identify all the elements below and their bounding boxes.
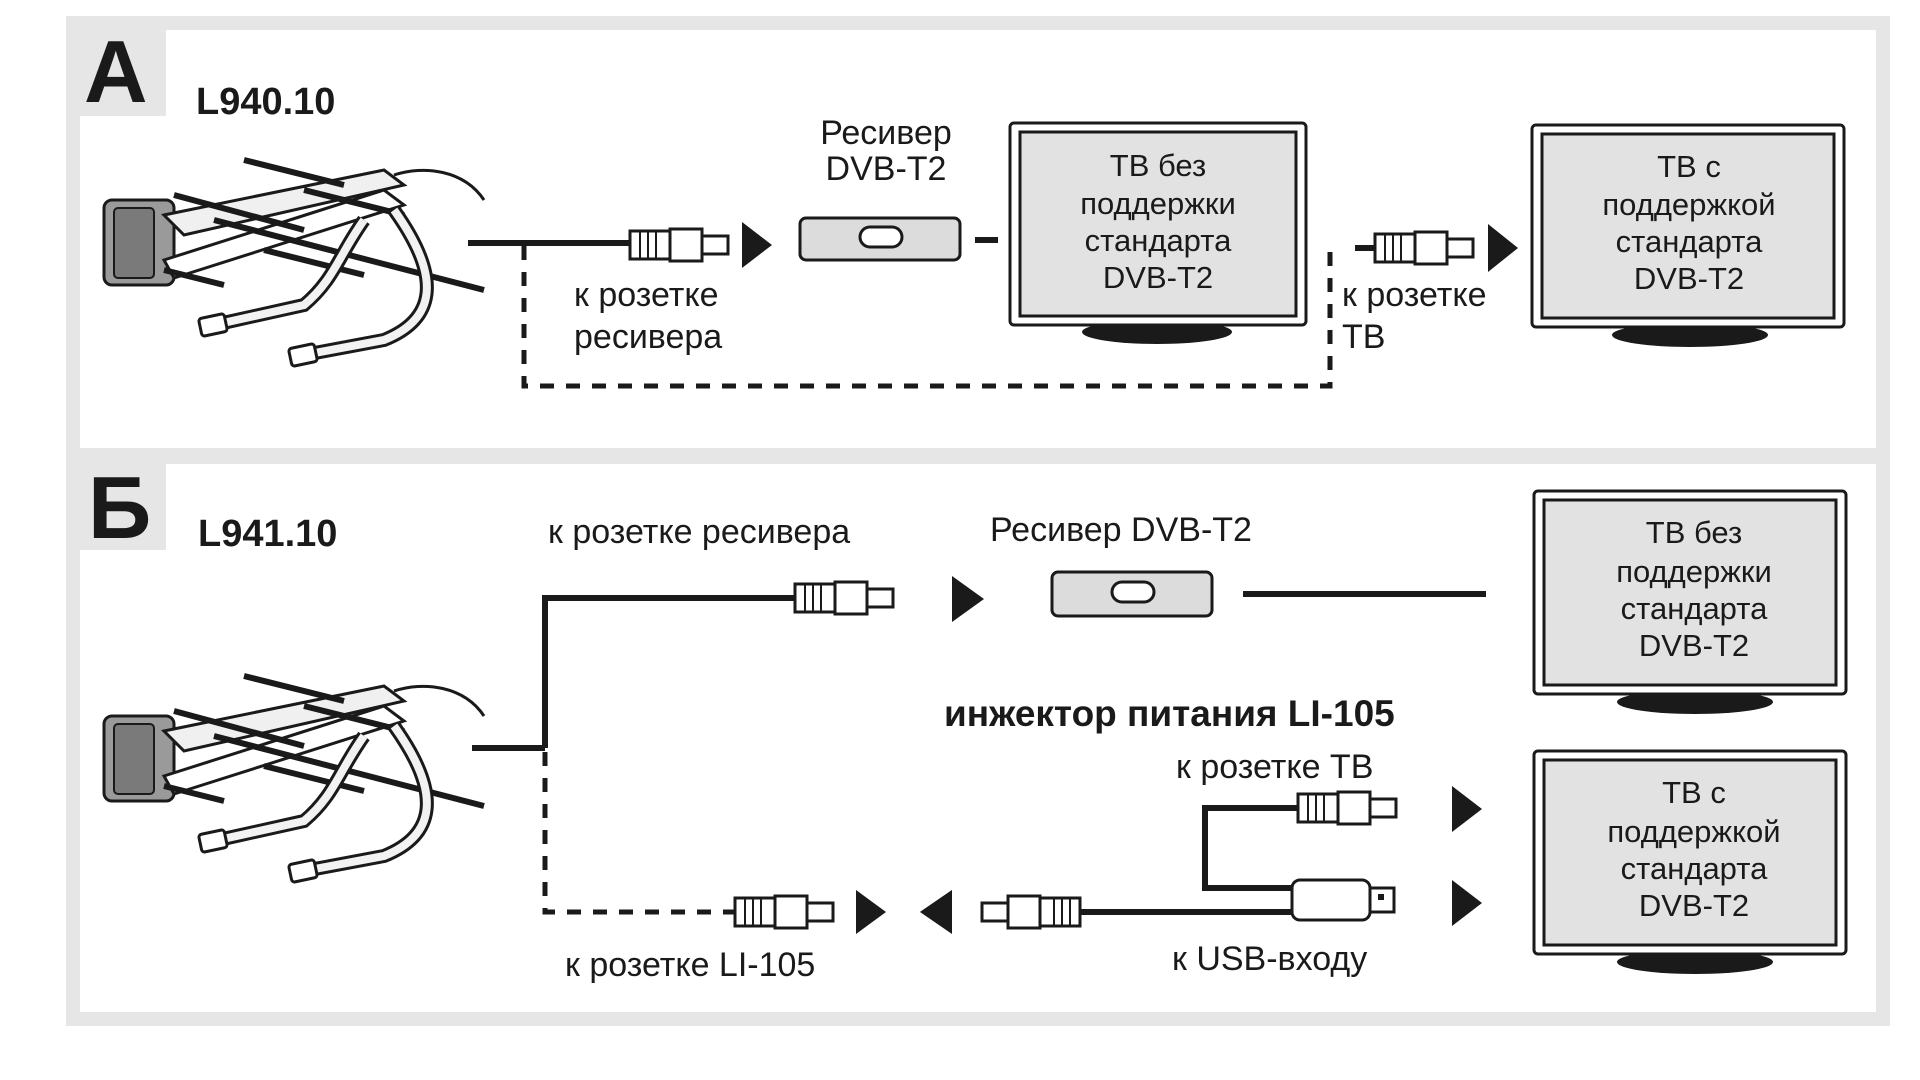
arrow-right-icon xyxy=(742,222,772,268)
receiver-socket-label: ресивера xyxy=(574,318,722,356)
tv-label: DVB-T2 xyxy=(1639,888,1749,923)
tv-with-support-a: ТВ с поддержкой стандарта DVB-T2 xyxy=(1530,123,1846,347)
tv-label: поддержки xyxy=(1616,554,1772,589)
tv-label: поддержкой xyxy=(1607,814,1780,849)
receiver-label: Ресивер xyxy=(820,114,952,152)
receiver-label: Ресивер DVB-T2 xyxy=(990,511,1252,549)
usb-plug-icon xyxy=(1290,878,1396,922)
tv-socket-label: ТВ xyxy=(1342,318,1385,356)
injector-title: инжектор питания LI-105 xyxy=(944,693,1395,734)
tv-label: ТВ с xyxy=(1657,149,1721,184)
tv-label: стандарта xyxy=(1621,851,1768,886)
li105-socket-label: к розетке LI-105 xyxy=(565,946,815,984)
arrow-right-icon xyxy=(856,890,886,934)
usb-input-label: к USB-входу xyxy=(1172,940,1367,978)
tv-label: поддержкой xyxy=(1602,187,1775,222)
tv-label: ТВ без xyxy=(1110,148,1206,183)
arrow-left-icon xyxy=(920,890,952,934)
cable-b-dashed xyxy=(542,752,735,915)
receiver-label: DVB-T2 xyxy=(826,150,947,188)
tab-b xyxy=(66,450,166,550)
section-a-letter: А xyxy=(84,22,148,121)
tab-a xyxy=(66,16,166,116)
tv-label: ТВ с xyxy=(1662,775,1726,810)
section-a-model: L940.10 xyxy=(196,81,335,123)
arrow-right-icon xyxy=(1452,880,1482,926)
tv-label: ТВ без xyxy=(1646,515,1742,550)
section-b-model: L941.10 xyxy=(198,513,337,555)
receiver-socket-label: к розетке xyxy=(574,276,718,314)
receiver-b xyxy=(1050,570,1214,618)
tv-socket-label: к розетке xyxy=(1342,276,1486,314)
cable-injector-tv xyxy=(1202,805,1300,891)
arrow-right-icon xyxy=(952,576,984,622)
tv-label: DVB-T2 xyxy=(1103,260,1213,295)
tv-label: стандарта xyxy=(1616,224,1763,259)
tv-socket-label: к розетке ТВ xyxy=(1176,748,1373,786)
tv-label: DVB-T2 xyxy=(1634,261,1744,296)
tv-label: поддержки xyxy=(1080,186,1236,221)
tv-label: DVB-T2 xyxy=(1639,628,1749,663)
receiver-a xyxy=(798,216,962,262)
cable-b-receiver xyxy=(542,595,795,748)
tv-without-support-a: ТВ без поддержки стандарта DVB-T2 xyxy=(1008,121,1308,344)
tv-label: стандарта xyxy=(1085,223,1232,258)
tv-without-support-b: ТВ без поддержки стандарта DVB-T2 xyxy=(1532,489,1848,714)
arrow-right-icon xyxy=(1488,224,1518,272)
tv-label: стандарта xyxy=(1621,591,1768,626)
cable-a-dashed xyxy=(521,246,1333,389)
section-b-letter: Б xyxy=(88,458,151,557)
arrow-right-icon xyxy=(1452,786,1482,832)
receiver-socket-label: к розетке ресивера xyxy=(548,513,850,551)
tv-with-support-b: ТВ с поддержкой стандарта DVB-T2 xyxy=(1532,749,1848,974)
